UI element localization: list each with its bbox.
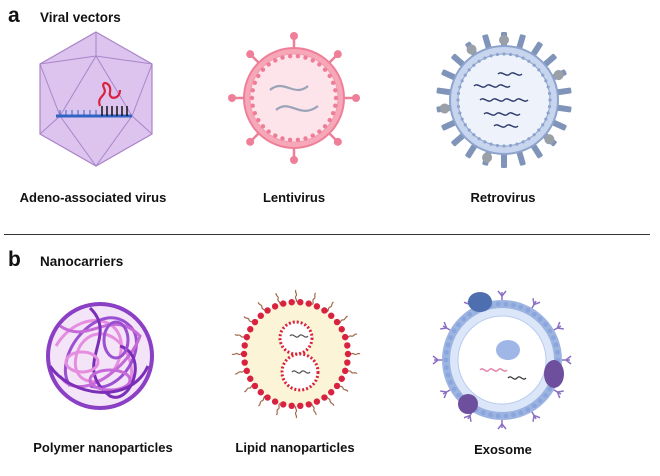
panel-title-viral-vectors: Viral vectors [40,10,121,25]
label-aav: Adeno-associated virus [19,190,167,205]
panel-letter-b: b [8,248,21,271]
label-lipid: Lipid nanoparticles [235,440,355,455]
lentivirus-icon [228,32,360,164]
label-lentivirus: Lentivirus [262,190,326,205]
section-divider [4,234,650,235]
panel-title-nanocarriers: Nanocarriers [40,254,124,269]
lipid-nanoparticle-icon [231,289,361,419]
aav-icosahedron-icon [39,31,153,167]
label-exosome: Exosome [474,442,532,457]
panel-letter-a: a [8,4,20,27]
exosome-icon [432,290,572,430]
label-retrovirus: Retrovirus [470,190,536,205]
polymer-nanoparticle-icon [46,302,154,410]
retrovirus-icon [436,32,572,168]
label-polymer: Polymer nanoparticles [33,440,173,455]
